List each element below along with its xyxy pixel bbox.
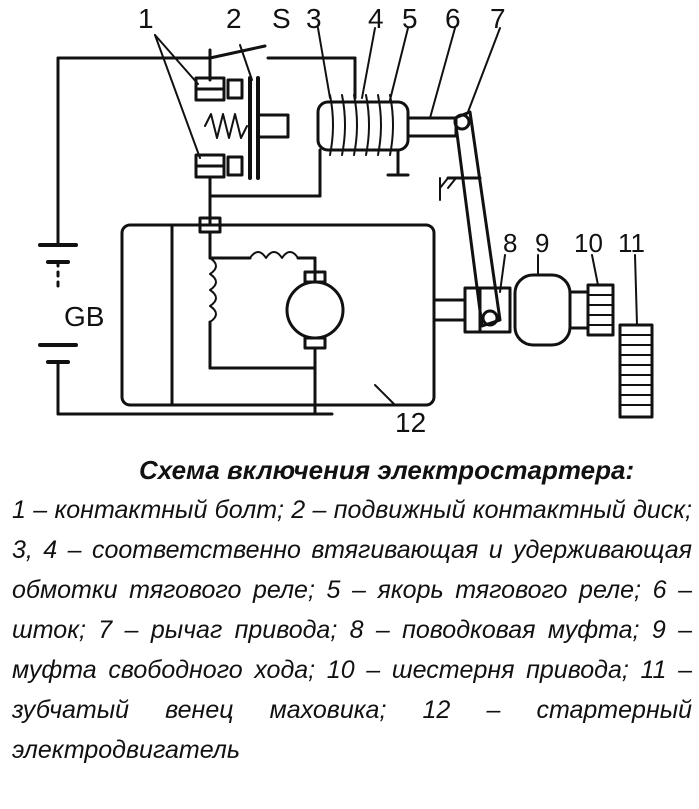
label-9: 9 — [535, 228, 549, 258]
label-11: 11 — [618, 228, 645, 258]
drive-lever — [439, 110, 502, 328]
caption-body: 1 – контактный болт; 2 – подвижный конта… — [12, 496, 692, 764]
label-4: 4 — [368, 3, 384, 34]
starter-circuit-diagram: 1 2 S 3 4 5 6 7 GB 8 9 10 11 12 — [38, 3, 654, 438]
plunger-rod — [406, 116, 458, 138]
contact-bolt-upper — [194, 76, 244, 102]
label-2: 2 — [226, 3, 242, 34]
starter-motor — [120, 216, 436, 416]
label-gb: GB — [64, 301, 104, 332]
drive-assembly — [432, 254, 615, 347]
wire-to-switch — [56, 44, 357, 100]
contact-disc — [239, 44, 290, 180]
label-8: 8 — [503, 228, 517, 258]
flywheel-ring-gear — [618, 254, 654, 419]
caption: Схема включения электростартера: 1 – кон… — [12, 450, 692, 770]
label-s: S — [272, 3, 291, 34]
label-1: 1 — [138, 3, 154, 34]
label-3: 3 — [306, 3, 322, 34]
caption-title: Схема включения электростартера: — [139, 455, 635, 485]
contact-bolt-lower — [194, 153, 244, 179]
label-10: 10 — [574, 228, 603, 258]
return-spring — [204, 113, 248, 139]
label-5: 5 — [402, 3, 418, 34]
label-6: 6 — [445, 3, 461, 34]
traction-relay — [316, 94, 410, 198]
label-7: 7 — [490, 3, 506, 34]
battery-gb — [38, 56, 312, 416]
label-12: 12 — [395, 407, 426, 438]
